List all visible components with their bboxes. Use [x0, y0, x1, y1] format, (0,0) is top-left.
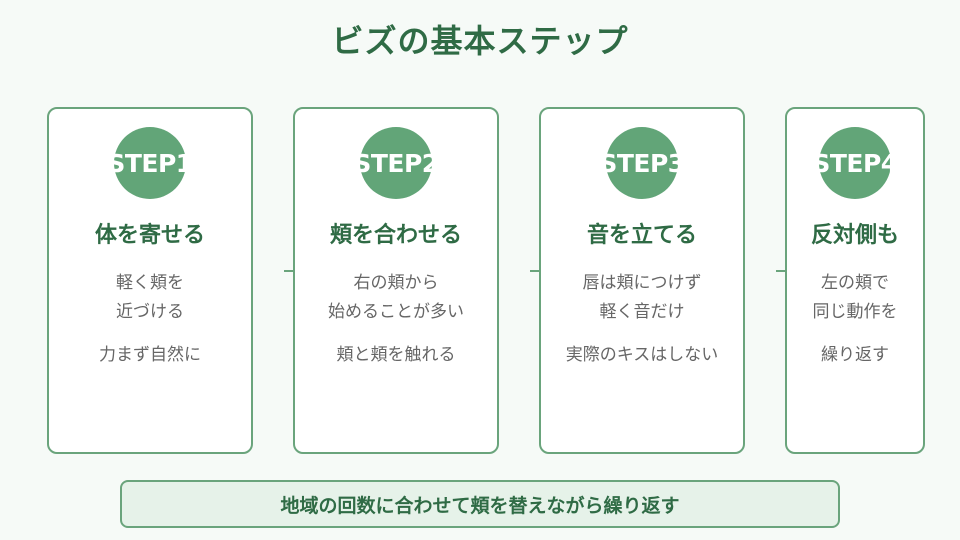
step-badge: STEP2: [353, 127, 439, 199]
step-heading: 音を立てる: [586, 223, 697, 248]
step-description-line: 始めることが多い: [328, 302, 464, 322]
step-note: 頬と頬を触れる: [336, 345, 456, 365]
summary-banner: 地域の回数に合わせて頬を替えながら繰り返す: [120, 480, 840, 528]
step-description: 右の頬から 始めることが多い: [295, 269, 497, 327]
connector-line: [284, 270, 294, 272]
step-description: 左の頬で 同じ動作を: [787, 269, 923, 327]
step-description: 軽く頬を 近づける: [49, 269, 251, 327]
step-badge: STEP4: [812, 127, 898, 199]
step-note: 繰り返す: [821, 345, 889, 365]
step-description-line: 唇は頬につけず: [582, 273, 702, 293]
step-description-line: 軽く音だけ: [599, 302, 685, 322]
step-heading: 体を寄せる: [94, 223, 205, 248]
step-description-line: 同じ動作を: [812, 302, 898, 322]
step-description-line: 左の頬で: [821, 273, 889, 293]
step-description-line: 右の頬から: [353, 273, 439, 293]
page-title: ビズの基本ステップ: [331, 22, 629, 60]
step-badge-label: STEP3: [599, 148, 685, 178]
step-card-1: STEP1 体を寄せる 軽く頬を 近づける 力まず自然に: [47, 107, 253, 454]
step-description-line: 軽く頬を: [116, 273, 184, 293]
connector-line: [776, 270, 786, 272]
step-heading: 頬を合わせる: [329, 223, 462, 248]
step-badge-label: STEP2: [353, 148, 439, 178]
step-badge-label: STEP4: [812, 148, 898, 178]
step-description-line: 近づける: [116, 302, 184, 322]
step-card-4: STEP4 反対側も 左の頬で 同じ動作を 繰り返す: [785, 107, 925, 454]
step-card-3: STEP3 音を立てる 唇は頬につけず 軽く音だけ 実際のキスはしない: [539, 107, 745, 454]
step-badge-label: STEP1: [107, 148, 193, 178]
connector-line: [530, 270, 540, 272]
step-heading: 反対側も: [810, 223, 899, 248]
step-note: 力まず自然に: [99, 345, 201, 365]
step-note: 実際のキスはしない: [565, 345, 719, 365]
step-badge: STEP3: [599, 127, 685, 199]
summary-text: 地域の回数に合わせて頬を替えながら繰り返す: [280, 494, 680, 517]
step-card-2: STEP2 頬を合わせる 右の頬から 始めることが多い 頬と頬を触れる: [293, 107, 499, 454]
step-badge: STEP1: [107, 127, 193, 199]
step-description: 唇は頬につけず 軽く音だけ: [541, 269, 743, 327]
